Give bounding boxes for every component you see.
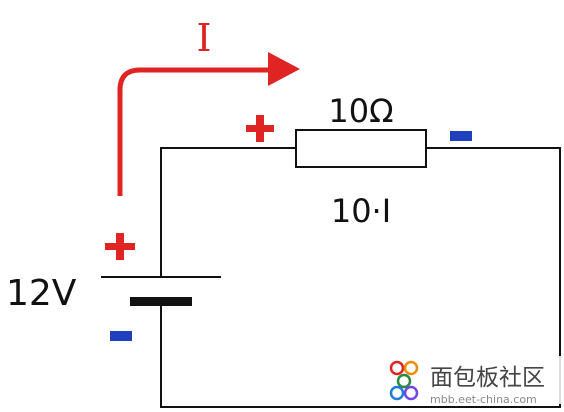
voltage-label: 12V (6, 273, 77, 314)
battery-plus-sign (105, 233, 135, 260)
current-label: I (196, 16, 211, 60)
current-arrow-head (268, 52, 300, 86)
resistance-label: 10Ω (328, 92, 393, 130)
resistor (295, 129, 427, 168)
wire-top-left (160, 147, 296, 277)
watermark-brand-text: 面包板社区 (430, 365, 545, 391)
watermark-url-text: mbb.eet-china.com (430, 393, 537, 406)
watermark: 面包板社区 mbb.eet-china.com (381, 356, 561, 406)
circuit-wires (160, 147, 561, 408)
resistor-plus-sign (246, 115, 274, 142)
battery (101, 276, 221, 306)
wire-right (160, 147, 561, 408)
current-arrow-line (117, 67, 270, 196)
voltage-drop-label: 10·I (331, 192, 391, 230)
mianbaoban-logo-icon (389, 360, 419, 401)
current-arrow (117, 52, 300, 196)
battery-minus-sign (110, 331, 132, 341)
battery-negative-plate (130, 297, 192, 306)
resistor-minus-sign (450, 131, 472, 141)
